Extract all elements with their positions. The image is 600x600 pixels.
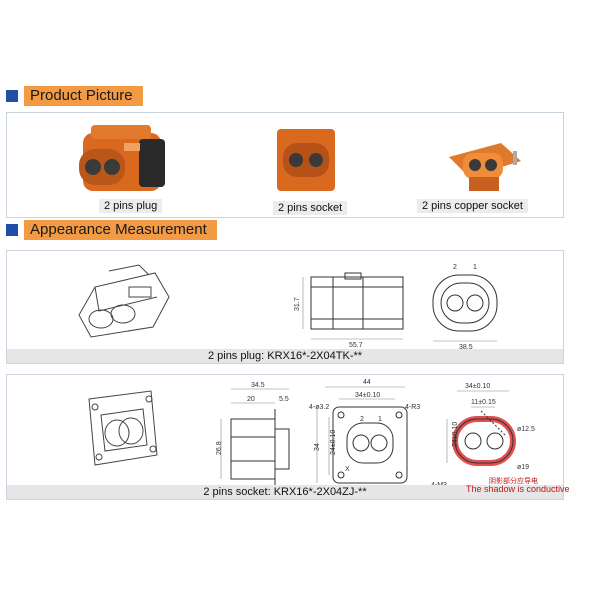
socket-side-view: 34.5 20 5.5 26.8 [216,382,290,489]
plug-height-dim: 31.7 [294,297,301,311]
plug-sketch [78,264,170,338]
socket-hole-dim: 4-ø3.2 [309,404,329,411]
conductive-note-en: The shadow is conductive [466,484,570,494]
socket-dim-55: 5.5 [279,396,289,403]
section-title: Appearance Measurement [24,220,217,240]
section-title: Product Picture [24,86,143,106]
socket-photo [277,129,335,191]
plug-drawing-panel: 31.7 55.7 2 1 38.5 2 pins plug: KRX16*-2… [6,250,564,364]
plug-width-dim: 38.5 [459,344,473,351]
socket-caption: 2 pins socket [273,201,348,215]
socket-dim-345: 34.5 [251,382,265,389]
plug-drawing-caption: 2 pins plug: KRX16*-2X04TK-** [7,349,563,363]
socket-front-view: 44 34±0.10 4-ø3.2 4-R3 2 1 X 34 24±0.10 [309,379,420,484]
product-picture-header: Product Picture [6,86,143,106]
socket-dim-34pm-b: 34±0.10 [465,383,490,390]
socket-dim-268: 26.8 [216,441,223,455]
plug-photo [79,125,165,191]
socket-dim-20: 20 [247,396,255,403]
socket-radius-dim: 4-R3 [405,404,420,411]
plug-pin-label-1: 1 [473,264,477,271]
socket-pin-label-1: 1 [378,416,382,423]
plug-side-view: 31.7 55.7 [294,272,404,349]
socket-pin-label-2: 2 [360,416,364,423]
socket-dim-34: 34 [314,443,321,451]
section-marker-icon [6,224,18,236]
plug-front-view: 2 1 38.5 [432,264,498,351]
socket-dim-24pm: 24±0.10 [330,430,337,455]
socket-dim-34pm: 34±0.10 [355,392,380,399]
conductive-note-cn: 阴影部分应导电 [489,476,538,485]
socket-dim-19: ø19 [517,464,529,471]
plug-pin-label-2: 2 [453,264,457,271]
copper-socket-caption: 2 pins copper socket [417,199,528,213]
socket-x-mark: X [345,466,350,473]
appearance-header: Appearance Measurement [6,220,217,240]
copper-socket-photo [449,143,521,191]
socket-sketch [88,390,158,466]
plug-length-dim: 55.7 [349,342,363,349]
socket-dim-24pm-b: 24±0.10 [452,422,459,447]
socket-conductive-view: 34±0.10 11±0.15 ø12.5 24±0.10 ø19 4-M3 阴… [431,383,538,489]
product-picture-panel: 2 pins plug 2 pins socket 2 pins copper … [6,112,564,218]
section-marker-icon [6,90,18,102]
socket-drawing-panel: 34.5 20 5.5 26.8 44 34±0.10 4-ø3.2 4-R3 … [6,374,564,500]
socket-dim-125: ø12.5 [517,426,535,433]
socket-drawing-caption: 2 pins socket: KRX16*-2X04ZJ-** [7,485,563,499]
socket-dim-11: 11±0.15 [471,399,496,406]
plug-caption: 2 pins plug [99,199,163,213]
socket-dim-44: 44 [363,379,371,386]
